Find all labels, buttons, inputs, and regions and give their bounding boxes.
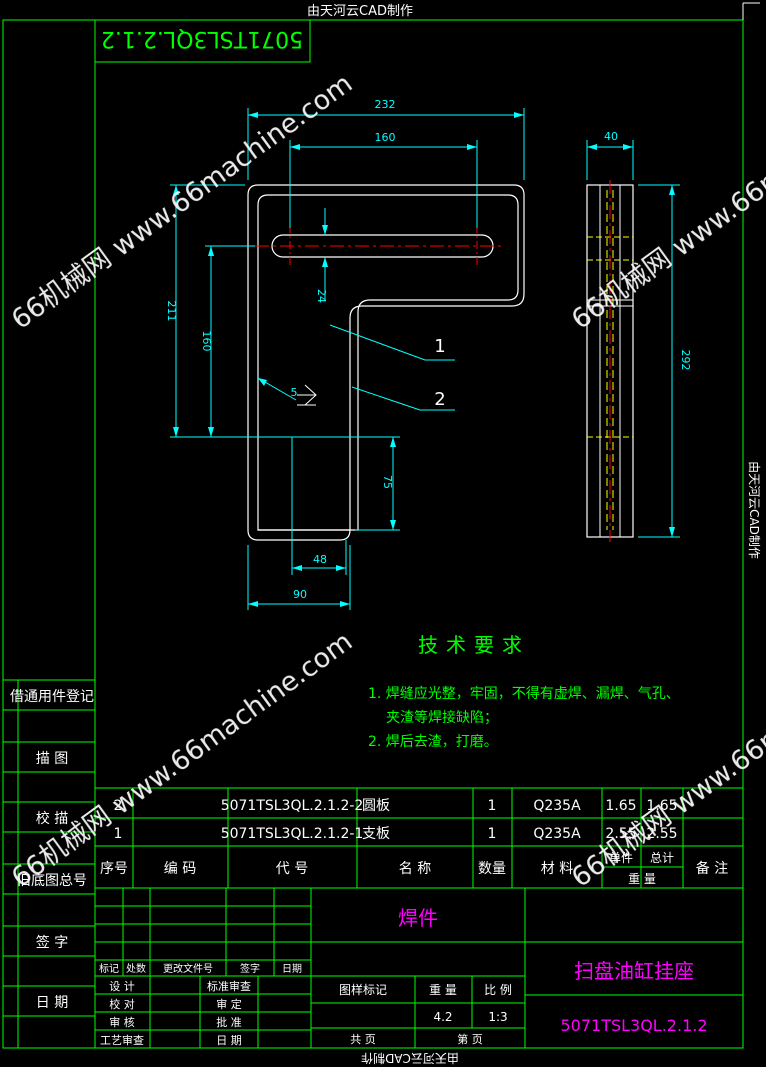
bom-row-2-unit: 1.65 — [605, 798, 636, 814]
bom-row-1-name: 支板 — [362, 826, 390, 842]
role-check: 校 对 — [109, 997, 135, 1011]
slot — [271, 234, 494, 258]
bom-hdr-qty: 数量 — [478, 861, 506, 877]
dim-160-top: 160 — [375, 131, 396, 144]
top-note: 由天河云CAD制作 — [307, 4, 413, 19]
scale-label: 比 例 — [484, 983, 512, 997]
bom-row-1-partno: 5071TSL3QL.2.1.2-1 — [221, 826, 364, 842]
tech-req-line-2: 夹渣等焊接缺陷； — [386, 709, 498, 726]
dim-90: 90 — [293, 588, 307, 601]
drawing-no-box — [94, 19, 311, 63]
plate-outer-contour — [257, 194, 519, 531]
plate-bottom-bend — [247, 529, 351, 541]
dim-232: 232 — [375, 98, 396, 111]
role-date: 日 期 — [216, 1034, 242, 1047]
role-review: 审 核 — [109, 1015, 135, 1029]
dimension-labels: 232 160 211 160 24 5 75 48 90 40 292 — [165, 98, 692, 601]
bom-table — [95, 787, 743, 889]
bom-hdr-total: 总计 — [650, 851, 674, 865]
bom-hdr-weight: 重 量 — [628, 872, 656, 886]
dim-75: 75 — [381, 475, 394, 489]
bom-hdr-material: 材 料 — [541, 861, 573, 877]
weight-value: 4.2 — [433, 1010, 452, 1024]
watermark-2: 66机械网 www.66machine.com — [566, 68, 766, 336]
tech-req-line-3: 2. 焊后去渣，打磨。 — [368, 733, 498, 750]
strip-item-4: 旧底图总号 — [17, 873, 87, 889]
front-view — [247, 184, 525, 541]
dim-24: 24 — [315, 289, 328, 303]
inner-frame — [94, 19, 744, 1049]
plate-inner-contour — [247, 184, 525, 530]
bom-hdr-single: 单件 — [609, 851, 633, 865]
dim-5: 5 — [291, 386, 298, 399]
dim-292: 292 — [679, 350, 692, 371]
drawing-no-box-text: 5071TSL3QL.2.1.2 — [101, 26, 303, 51]
bom-hdr-code: 编 码 — [164, 861, 196, 877]
bom-hdr-partno: 代 号 — [276, 861, 308, 877]
title-block — [95, 888, 743, 1048]
rev-hdr-mark: 标记 — [99, 963, 119, 975]
title-drawing-no: 5071TSL3QL.2.1.2 — [560, 1016, 707, 1035]
bottom-note: 由天河云CAD制作 — [361, 1051, 459, 1065]
left-strip — [3, 679, 95, 1048]
strip-item-3: 校 描 — [36, 810, 68, 827]
arrowheads — [173, 112, 524, 607]
dim-160-left: 160 — [200, 331, 213, 352]
bom-row-1-material: Q235A — [533, 826, 581, 842]
role-approve-2: 批 准 — [216, 1015, 242, 1029]
bom-hdr-seq: 序号 — [100, 861, 128, 877]
dim-40: 40 — [604, 130, 618, 143]
right-note: 由天河云CAD制作 — [747, 461, 761, 559]
weight-label: 重 量 — [429, 983, 457, 997]
leader-label-1: 1 — [434, 336, 445, 357]
role-standard: 标准审查 — [207, 979, 251, 993]
bom-row-2-name: 圆板 — [362, 798, 390, 814]
strip-item-2: 描 图 — [36, 751, 68, 767]
side-view — [586, 140, 680, 542]
role-design: 设 计 — [109, 980, 135, 993]
bom-row-2-qty: 1 — [488, 798, 497, 814]
strip-item-1: 借通用件登记 — [10, 689, 94, 705]
rev-hdr-count: 处数 — [126, 962, 146, 975]
bom-row-2-total: 1.65 — [646, 798, 677, 814]
sheet-label: 第 页 — [457, 1032, 483, 1046]
part-name: 扫盘油缸挂座 — [574, 959, 694, 983]
bom-hdr-note: 备 注 — [696, 860, 728, 877]
outer-frame — [2, 19, 744, 1049]
bom-row-2-seq: 2 — [114, 798, 123, 814]
dim-211: 211 — [165, 301, 178, 322]
scale-value: 1:3 — [488, 1010, 507, 1024]
stage-label: 图样标记 — [339, 982, 387, 997]
bom-row-2-partno: 5071TSL3QL.2.1.2-2 — [221, 798, 364, 814]
tech-req-title: 技术要求 — [418, 633, 530, 657]
weld-symbol — [297, 384, 317, 406]
dim-48: 48 — [313, 553, 327, 566]
strip-item-6: 日 期 — [36, 995, 68, 1011]
role-approve-1: 审 定 — [216, 997, 242, 1011]
role-process: 工艺审查 — [100, 1033, 144, 1047]
rev-hdr-sign: 签字 — [240, 962, 260, 975]
category-text: 焊件 — [398, 906, 438, 930]
bom-hdr-name: 名 称 — [399, 861, 431, 877]
strip-item-5: 签 字 — [36, 934, 68, 951]
bom-row-1-total: 2.55 — [646, 826, 677, 842]
watermark-1: 66机械网 www.66machine.com — [6, 68, 358, 336]
tech-req-line-1: 1. 焊缝应光整，牢固，不得有虚焊、漏焊、气孔、 — [368, 685, 680, 702]
rev-hdr-date: 日期 — [282, 963, 302, 975]
bom-row-1-qty: 1 — [488, 826, 497, 842]
bom-row-1-unit: 2.55 — [605, 826, 636, 842]
leader-label-2: 2 — [434, 389, 445, 410]
sheet-total-label: 共 页 — [350, 1033, 376, 1046]
bom-row-2-material: Q235A — [533, 798, 581, 814]
bom-row-1-seq: 1 — [114, 826, 123, 842]
rev-hdr-doc: 更改文件号 — [163, 962, 213, 975]
front-dimensions — [170, 108, 525, 610]
